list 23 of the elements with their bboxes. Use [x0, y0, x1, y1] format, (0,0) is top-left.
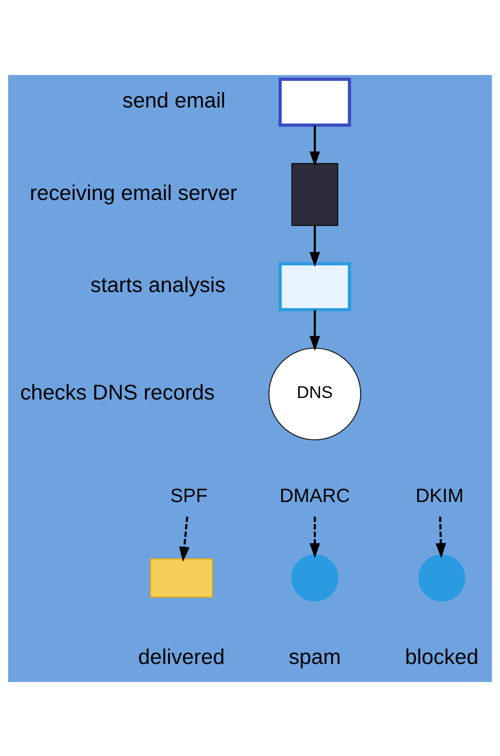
node-box — [150, 558, 213, 598]
node-text: DMARC — [280, 486, 350, 507]
node-label: starts analysis — [90, 272, 226, 297]
arrow — [179, 516, 190, 562]
arrow — [310, 225, 320, 267]
node-label: spam — [288, 644, 341, 668]
node-label: send email — [122, 88, 226, 112]
node-label: blocked — [404, 644, 479, 668]
node-label: checks DNS records — [20, 380, 215, 404]
node-label: delivered — [138, 644, 225, 668]
node-box — [278, 262, 352, 311]
node-label: receiving email server — [30, 180, 238, 204]
node-box — [291, 162, 338, 226]
node-circle: DNS — [268, 347, 362, 440]
arrow — [436, 516, 446, 558]
node-box — [278, 77, 352, 126]
arrow — [310, 516, 320, 558]
arrow — [310, 125, 320, 166]
node-circle — [291, 554, 338, 601]
node-circle — [418, 554, 466, 601]
node-text: DKIM — [416, 486, 464, 507]
node-text: SPF — [170, 486, 208, 507]
arrow — [310, 310, 320, 350]
